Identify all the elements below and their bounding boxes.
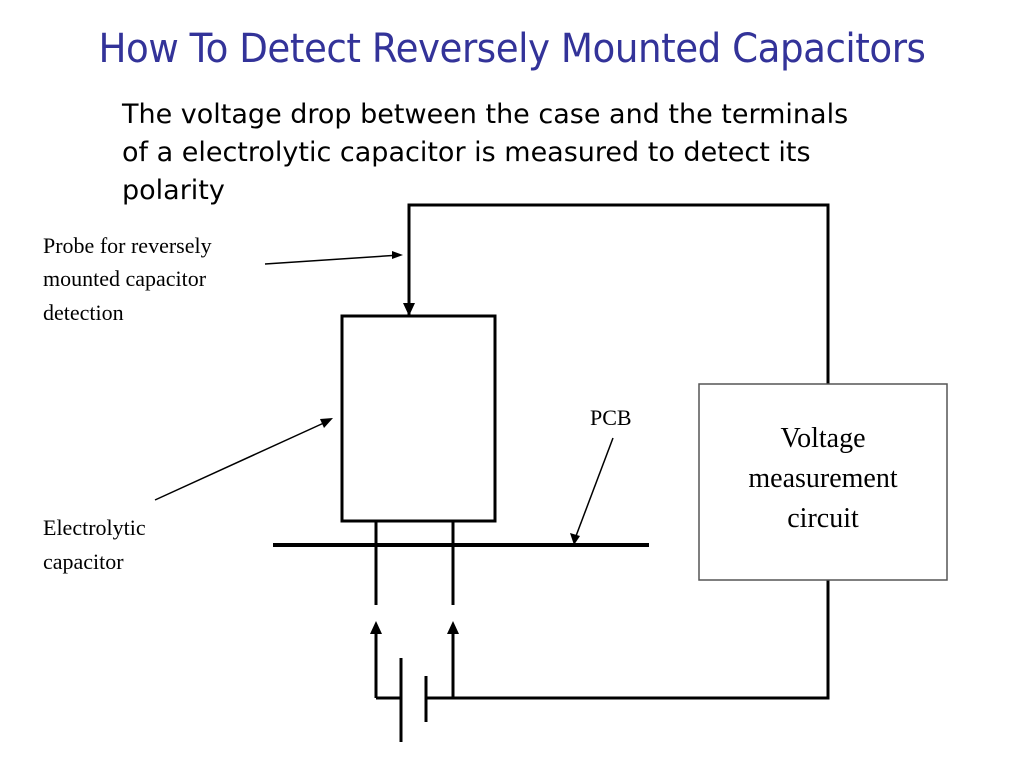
capacitor-label-line1: Electrolytic [43, 515, 146, 540]
pcb-callout-line [575, 437, 614, 537]
measurement-box-label-line3: circuit [787, 503, 859, 534]
test-probe-right-arrowhead [447, 621, 459, 634]
probe-label-line1: Probe for reversely [43, 233, 212, 258]
probe-wire [407, 203, 830, 384]
return-wire [453, 580, 830, 700]
capacitor-body [340, 314, 497, 523]
capacitor-label-line2: capacitor [43, 549, 124, 574]
pcb-callout-arrowhead [570, 533, 580, 545]
measurement-box-label-line2: measurement [748, 463, 897, 494]
measurement-box [698, 383, 948, 581]
probe-label-line3: detection [43, 300, 124, 325]
test-probe-left-arrowhead [370, 621, 382, 634]
capacitor-callout-line [154, 421, 327, 501]
pcb-label: PCB [590, 405, 632, 430]
slide-subtitle: The voltage drop between the case and th… [122, 99, 849, 206]
probe-callout-line [264, 254, 401, 265]
measurement-box-label-line1: Voltage [780, 423, 865, 454]
probe-callout-arrowhead [392, 251, 403, 259]
probe-arrowhead [403, 303, 415, 316]
capacitor-callout-arrowhead [320, 418, 333, 428]
slide-title: How To Detect Reversely Mounted Capacito… [98, 26, 926, 72]
probe-label-line2: mounted capacitor [43, 266, 207, 291]
